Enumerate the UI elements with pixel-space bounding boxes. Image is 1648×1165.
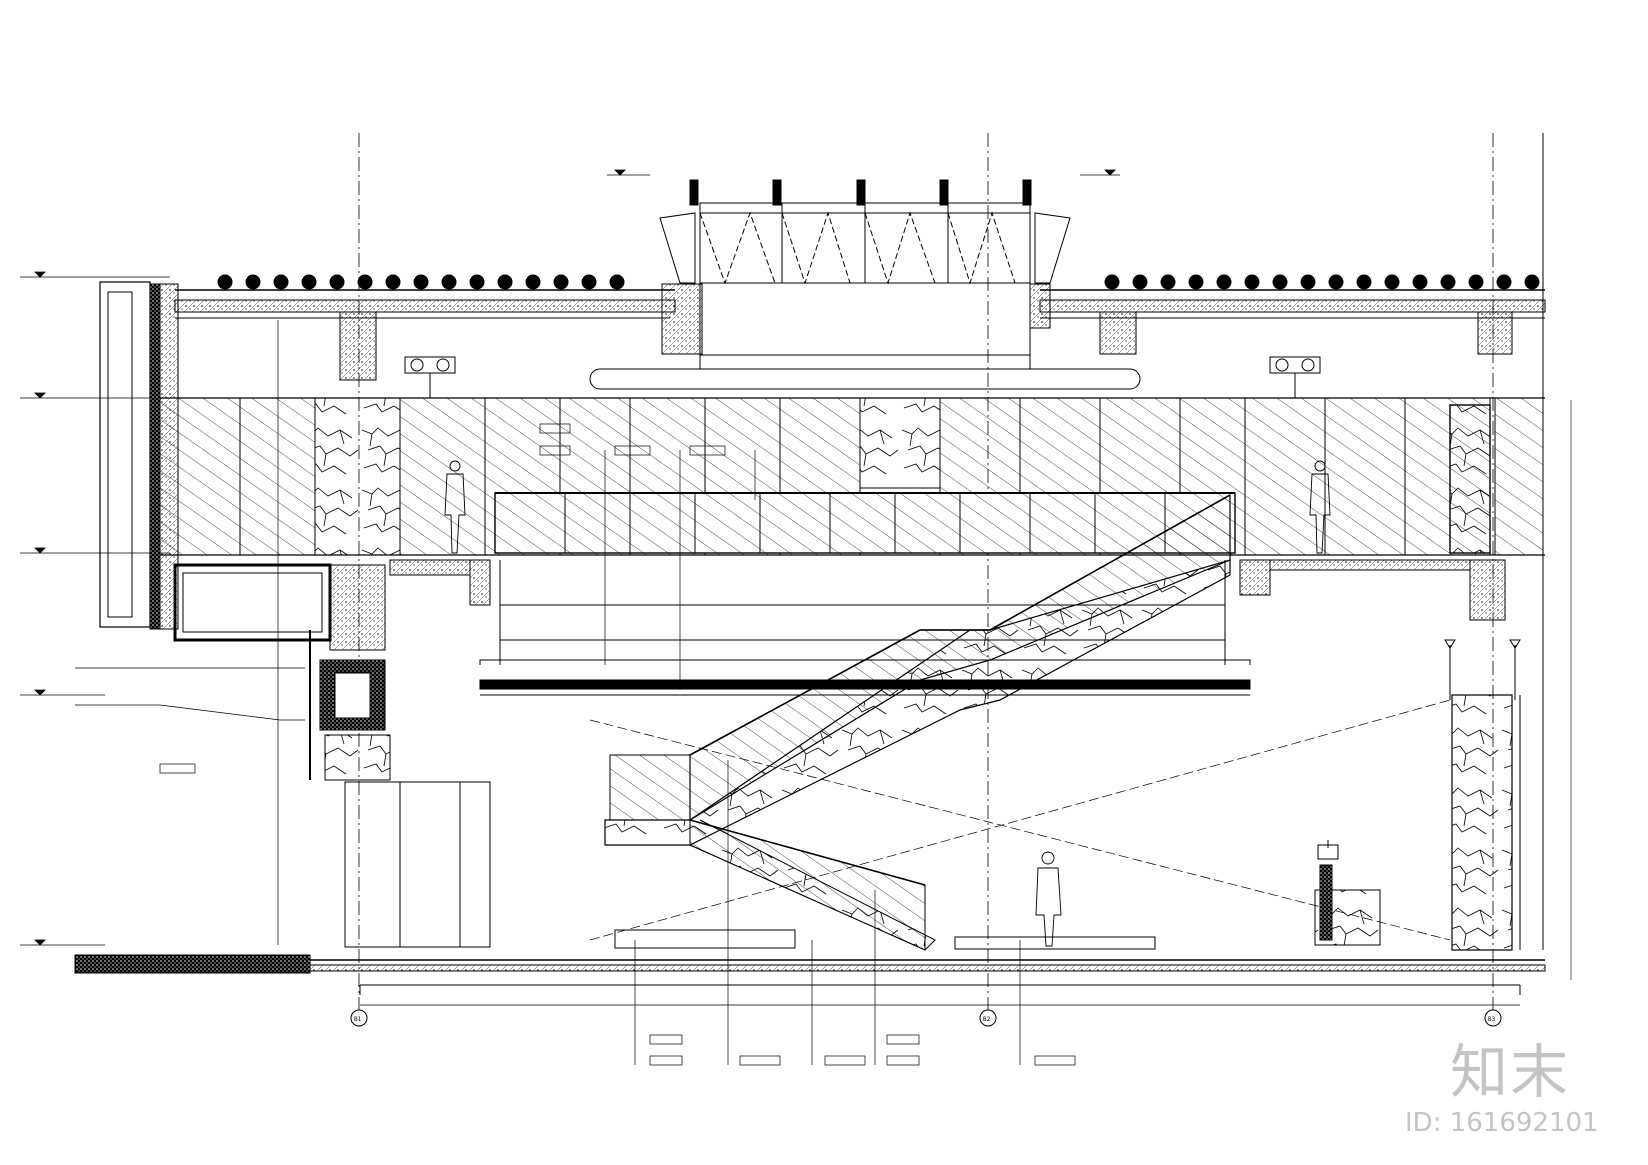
mechanical-units xyxy=(404,356,1321,398)
callout-tags xyxy=(159,423,1076,1066)
level-markers xyxy=(20,169,1120,946)
watermark-logo: 知末 xyxy=(1450,1038,1571,1106)
plant-row-left xyxy=(217,274,625,290)
staircase xyxy=(604,493,1231,951)
person-ground xyxy=(1035,851,1062,947)
svg-text:B3: B3 xyxy=(1488,1016,1496,1023)
signage-totem xyxy=(1314,840,1381,946)
person-upper-right xyxy=(1309,460,1331,554)
ground-floor xyxy=(74,929,1546,1006)
skylight xyxy=(589,179,1141,390)
svg-text:B1: B1 xyxy=(354,1016,362,1023)
axis-bubbles xyxy=(350,1009,1502,1027)
roof-garden xyxy=(174,274,1546,381)
right-marble-column xyxy=(1449,645,1521,951)
lift-and-ramp xyxy=(75,320,491,948)
light-markers xyxy=(1444,639,1521,649)
plant-row-right xyxy=(1104,274,1540,290)
svg-text:B2: B2 xyxy=(983,1016,991,1023)
person-upper-left xyxy=(444,460,466,554)
watermark-id: ID: 161692101 xyxy=(1405,1108,1599,1138)
void-diagonals xyxy=(589,699,1451,941)
glass-balustrade xyxy=(494,492,1236,554)
human-figures xyxy=(444,460,1331,947)
